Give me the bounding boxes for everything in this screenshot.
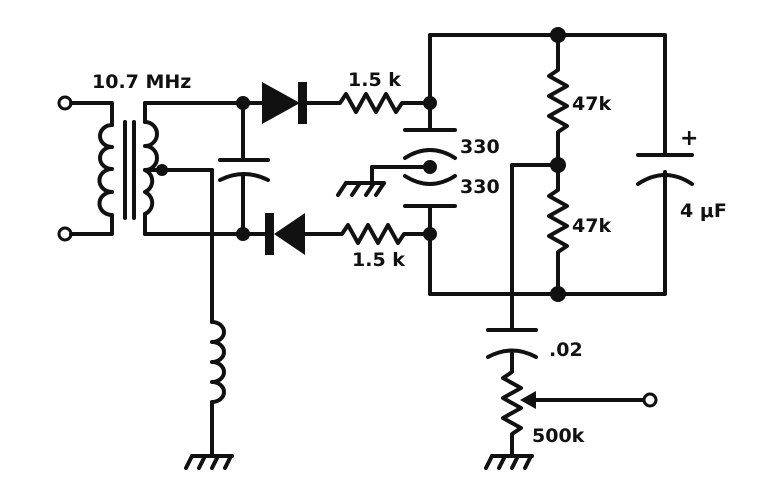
junction-dot <box>156 164 168 176</box>
capacitor-plate-curved <box>636 173 694 186</box>
chassis-ground-pot <box>484 454 534 470</box>
resistor-div-bottom-label: 47k <box>572 215 611 237</box>
wire-bottom-rail <box>428 170 667 296</box>
diode-bottom-cathode-bar <box>265 213 274 255</box>
capacitor-bottom-label: 330 <box>460 176 500 198</box>
potentiometer-wiper-arrow <box>520 391 536 409</box>
coupling-capacitor-label: .02 <box>549 339 583 361</box>
capacitor-polarity-plus: + <box>680 126 698 151</box>
resistor-div-top-label: 47k <box>572 93 611 115</box>
diode-bottom-anode <box>274 213 305 255</box>
potentiometer <box>501 349 523 457</box>
capacitor-out-label: 4 μF <box>680 200 727 222</box>
secondary-winding <box>143 120 159 216</box>
capacitor-top-label: 330 <box>460 136 500 158</box>
wire-to-coupling-cap <box>510 163 560 332</box>
diode-top-cathode-bar <box>298 82 307 124</box>
resistor-bottom <box>303 223 432 245</box>
tuning-capacitor <box>218 101 270 236</box>
resistor-bottom-label: 1.5 k <box>352 249 405 271</box>
chassis-ground-caps <box>336 165 432 197</box>
diode-top-anode <box>262 82 300 124</box>
ground-hatch <box>184 454 233 470</box>
frequency-label: 10.7 MHz <box>92 71 191 93</box>
input-transformer <box>57 95 214 242</box>
output-terminal[interactable] <box>642 392 658 408</box>
choke-coil <box>210 320 226 457</box>
potentiometer-label: 500k <box>532 425 585 447</box>
ground-hatch <box>336 181 386 197</box>
capacitor-pair-330 <box>403 101 457 236</box>
resistor-top <box>305 92 432 114</box>
chassis-ground-choke <box>184 454 234 470</box>
resistor-47k-top <box>547 33 569 167</box>
wire-top-rail <box>428 33 667 157</box>
primary-lead-top <box>69 101 114 127</box>
resistor-top-label: 1.5 k <box>348 69 401 91</box>
capacitor-plate-curved <box>403 148 457 160</box>
resistor-47k-bottom <box>547 163 569 296</box>
ground-hatch <box>484 454 533 470</box>
capacitor-plate-curved <box>403 174 457 186</box>
diode-bottom <box>265 213 305 255</box>
diode-top <box>262 82 307 124</box>
primary-winding <box>97 123 114 217</box>
electrolytic-capacitor <box>636 153 694 186</box>
primary-lead-bottom <box>69 213 114 236</box>
